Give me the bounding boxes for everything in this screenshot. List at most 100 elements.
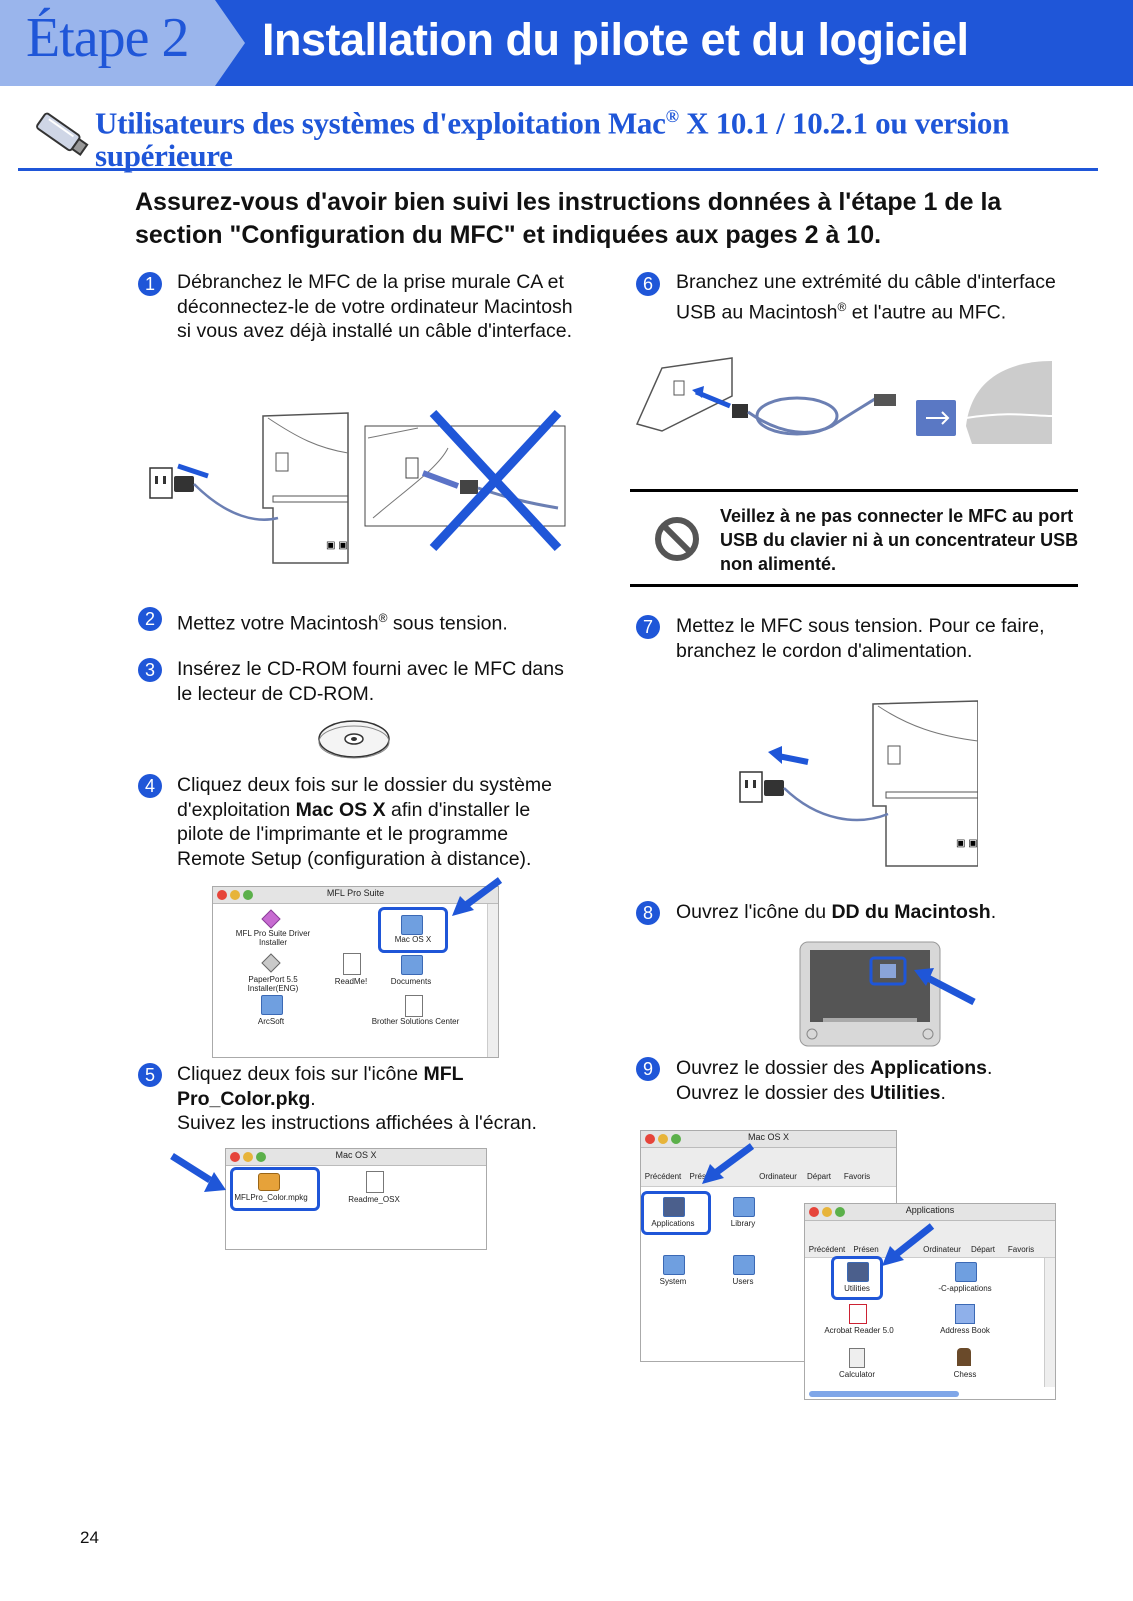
registered-mark: ® [837, 299, 847, 314]
toolbar-computer[interactable]: Ordinateur [759, 1172, 797, 1181]
document-icon[interactable] [343, 953, 361, 975]
toolbar-back[interactable]: Précédent [808, 1245, 846, 1254]
icon-label[interactable]: Calculator [838, 1370, 875, 1379]
icon-label[interactable]: Users [732, 1277, 754, 1286]
icon-label[interactable]: MFL Pro Suite Driver Installer [235, 929, 311, 947]
icon-label[interactable]: ReadMe! [334, 977, 368, 986]
close-button[interactable] [230, 1152, 240, 1162]
folder-icon[interactable] [733, 1197, 755, 1217]
registered-mark: ® [378, 611, 388, 625]
step-8-text: Ouvrez l'icône du DD du Macintosh. [676, 900, 1096, 925]
horizontal-scrollbar[interactable] [809, 1391, 959, 1397]
intro-instruction: Assurez-vous d'avoir bien suivi les inst… [135, 188, 1002, 249]
scrollbar[interactable] [1044, 1258, 1055, 1387]
close-button[interactable] [645, 1134, 655, 1144]
minimize-button[interactable] [230, 890, 240, 900]
step-9-text-a: Ouvrez le dossier des [676, 1057, 871, 1079]
icon-label[interactable]: Address Book [940, 1326, 990, 1335]
icon-label[interactable]: Readme_OSX [348, 1195, 400, 1204]
highlight-frame [641, 1191, 711, 1235]
toolbar-favorites[interactable]: Favoris [1007, 1245, 1035, 1254]
step-4-text: Cliquez deux fois sur le dossier du syst… [177, 773, 577, 871]
folder-icon[interactable] [733, 1255, 755, 1275]
step-number-3: 3 [138, 658, 162, 682]
step-7-text: Mettez le MFC sous tension. Pour ce fair… [676, 615, 1045, 662]
usb-connection-illustration [635, 357, 1053, 444]
step-2-text-b: sous tension. [387, 612, 508, 635]
step-6-text: Branchez une extrémité du câble d'interf… [676, 270, 1096, 325]
icon-label[interactable]: ArcSoft [257, 1017, 285, 1026]
toolbar-view[interactable]: Prése [689, 1172, 711, 1181]
toolbar-favorites[interactable]: Favoris [843, 1172, 871, 1181]
folder-icon[interactable] [663, 1197, 685, 1217]
window-title: Mac OS X [747, 1132, 789, 1142]
icon-label[interactable]: -C-applications [938, 1284, 992, 1293]
step-9-text-d: . [940, 1081, 946, 1104]
cd-rom-icon [318, 720, 390, 759]
toolbar-home[interactable]: Départ [970, 1245, 995, 1254]
scrollbar[interactable] [487, 904, 498, 1057]
icon-label[interactable]: MFLPro_Color.mpkg [234, 1193, 308, 1202]
package-icon[interactable] [258, 1173, 280, 1191]
step-5-text: Cliquez deux fois sur l'icône MFL Pro_Co… [177, 1062, 577, 1136]
folder-icon[interactable] [955, 1262, 977, 1282]
close-button[interactable] [809, 1207, 819, 1217]
folder-icon[interactable] [401, 915, 423, 935]
zoom-button[interactable] [243, 890, 253, 900]
folder-icon[interactable] [401, 955, 423, 975]
window-mfl-pro-suite: MFL Pro Suite MFL Pro Suite Driver Insta… [212, 886, 499, 1058]
etape-box [0, 0, 215, 86]
registered-mark: ® [665, 106, 679, 126]
icon-label[interactable]: System [659, 1277, 687, 1286]
document-icon[interactable] [405, 995, 423, 1017]
minimize-button[interactable] [658, 1134, 668, 1144]
icon-label[interactable]: Mac OS X [394, 935, 432, 944]
step-number-9: 9 [636, 1057, 660, 1081]
highlight-frame [378, 907, 448, 953]
toolbar: Précédent Présen Ordinateur Départ Favor… [805, 1221, 1055, 1258]
installer-icon [261, 953, 281, 973]
document-icon[interactable] [366, 1171, 384, 1193]
window-title: Applications [905, 1205, 955, 1215]
icon-label[interactable]: Utilities [844, 1284, 870, 1293]
minimize-button[interactable] [243, 1152, 253, 1162]
icon-label[interactable]: PaperPort 5.5 Installer(ENG) [247, 975, 299, 993]
toolbar-back[interactable]: Précédent [644, 1172, 682, 1181]
toolbar-computer[interactable]: Ordinateur [923, 1245, 961, 1254]
warning-box: Veillez à ne pas connecter le MFC au por… [630, 489, 1078, 587]
window-titlebar: Mac OS X [226, 1149, 486, 1166]
folder-icon[interactable] [261, 995, 283, 1015]
icon-label[interactable]: Documents [390, 977, 432, 986]
subtitle-rule [18, 168, 1098, 171]
icon-label[interactable]: Acrobat Reader 5.0 [824, 1326, 894, 1335]
zoom-button[interactable] [835, 1207, 845, 1217]
window-mac-os-x-installer: Mac OS X MFLPro_Color.mpkg Readme_OSX [225, 1148, 487, 1250]
step-4-bold: Mac OS X [295, 798, 386, 821]
step-2-text: Mettez votre Macintosh® sous tension. [177, 606, 577, 636]
icon-label[interactable]: Brother Solutions Center [371, 1017, 460, 1026]
address-book-icon[interactable] [955, 1304, 975, 1324]
pointer-arrow-icon [170, 1153, 226, 1192]
page-number: 24 [80, 1528, 99, 1547]
zoom-button[interactable] [256, 1152, 266, 1162]
calculator-icon[interactable] [849, 1348, 865, 1368]
toolbar-view[interactable]: Présen [853, 1245, 879, 1254]
folder-icon[interactable] [847, 1262, 869, 1282]
step-5-text-c: Suivez les instructions affichées à l'éc… [177, 1112, 537, 1134]
step-8-text-b: . [990, 901, 997, 923]
etape-label: Étape 2 [26, 7, 189, 69]
toolbar-home[interactable]: Départ [806, 1172, 831, 1181]
close-button[interactable] [217, 890, 227, 900]
chess-icon[interactable] [957, 1348, 971, 1366]
acrobat-icon[interactable] [849, 1304, 867, 1324]
folder-icon[interactable] [663, 1255, 685, 1275]
zoom-button[interactable] [671, 1134, 681, 1144]
icon-label[interactable]: Applications [651, 1219, 695, 1228]
subtitle-text-a: Utilisateurs des systèmes d'exploitation… [95, 105, 666, 141]
pointer-arrow-icon [452, 877, 503, 916]
icon-label[interactable]: Chess [953, 1370, 977, 1379]
icon-label[interactable]: Library [730, 1219, 756, 1228]
step-3-text: Insérez le CD-ROM fourni avec le MFC dan… [177, 658, 564, 705]
window-titlebar: Mac OS X [641, 1131, 896, 1148]
minimize-button[interactable] [822, 1207, 832, 1217]
